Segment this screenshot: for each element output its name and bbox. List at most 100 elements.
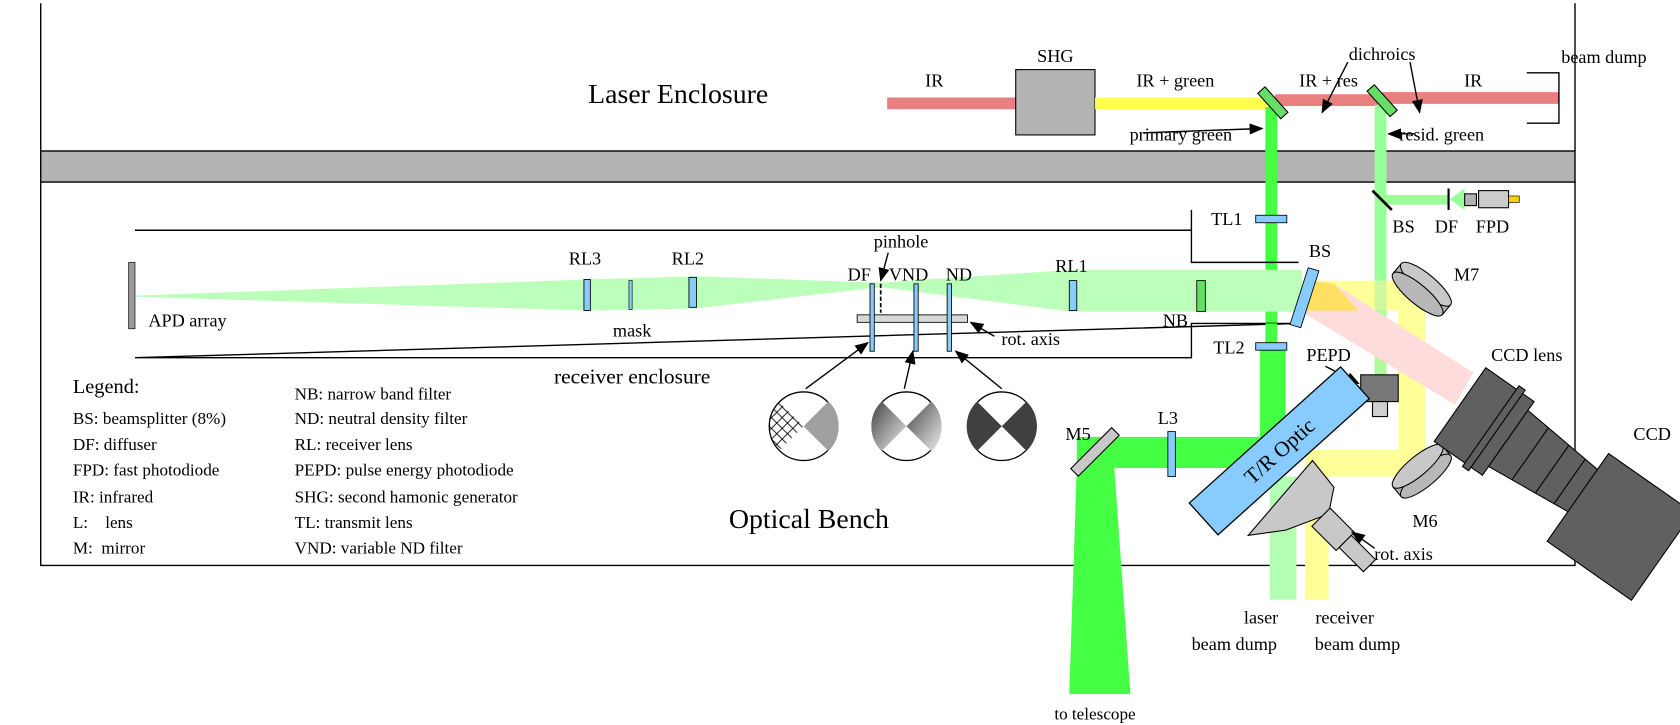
label-rl2: RL2 [672, 249, 704, 269]
ir-green-beam [1095, 97, 1270, 110]
label-dichroics: dichroics [1349, 44, 1416, 64]
label-laser-dump-1: laser [1244, 607, 1278, 627]
beam-overlap [1299, 280, 1359, 311]
pepd-window [1371, 401, 1389, 418]
legend-item: PEPD: pulse energy photodiode [295, 460, 514, 479]
mirror-m5 [1069, 426, 1121, 477]
receiver-return-beam [1301, 280, 1425, 600]
label-apd: APD array [148, 311, 227, 331]
small-beamsplitter [1371, 189, 1393, 211]
label-nb: NB [1163, 311, 1188, 331]
receiver-enclosure [134, 209, 1299, 359]
label-m6: M6 [1412, 511, 1437, 531]
legend-item: L: lens [73, 513, 133, 532]
legend-item: BS: beamsplitter (8%) [73, 409, 226, 428]
receiver-lens-rl1 [1068, 280, 1078, 311]
fast-photodiode [1478, 190, 1510, 209]
label-beam-dump: beam dump [1561, 47, 1646, 67]
fpd-window [1464, 193, 1477, 207]
transmit-lens-tl2 [1255, 342, 1288, 351]
label-rl3: RL3 [569, 249, 601, 269]
lens-l3 [1167, 431, 1176, 477]
label-l3: L3 [1158, 408, 1178, 428]
label-nd: ND [946, 265, 972, 285]
label-ir-out: IR [1464, 71, 1483, 91]
label-vnd: VND [889, 265, 928, 285]
fpd-branch-beam [1382, 194, 1449, 205]
label-tl2: TL2 [1213, 337, 1244, 357]
legend: Legend: BS: beamsplitter (8%) DF: diffus… [73, 376, 518, 558]
label-fpd: FPD [1476, 216, 1509, 236]
beam-dump [1526, 72, 1560, 124]
label-ir-res: IR + res [1299, 71, 1358, 91]
label-m7: M7 [1454, 265, 1479, 285]
receiver-beam [135, 269, 1302, 312]
label-receiver-dump-1: receiver [1315, 607, 1374, 627]
vnd-filter [913, 283, 919, 352]
enclosure-wall [40, 150, 1576, 183]
label-df-fpd: DF [1435, 216, 1458, 236]
ccd-camera [1546, 452, 1680, 601]
ir-beam [887, 97, 1018, 110]
legend-item: TL: transmit lens [295, 513, 413, 532]
legend-item: DF: diffuser [73, 435, 157, 454]
tr-optic-mount [1246, 459, 1377, 573]
label-primary-green: primary green [1130, 124, 1233, 144]
legend-item: M: mirror [73, 539, 146, 558]
label-rot-axis-tr: rot. axis [1374, 544, 1433, 564]
label-bs-small: BS [1392, 216, 1414, 236]
label-receiver-dump-2: beam dump [1315, 634, 1400, 654]
receiver-lens-rl2 [688, 276, 697, 308]
diffuser-wheel [768, 391, 839, 462]
label-laser-dump-2: beam dump [1192, 634, 1277, 654]
nd-filter [946, 283, 952, 352]
dichroic-mirror-1 [1257, 86, 1289, 120]
label-pinhole: pinhole [874, 231, 929, 251]
legend-item: IR: infrared [73, 487, 154, 506]
label-to-telescope: to telescope [1054, 705, 1135, 724]
label-df: DF [848, 265, 871, 285]
filter-rotation-axis [856, 314, 968, 323]
legend-item: FPD: fast photodiode [73, 460, 220, 479]
diffuser-cone [1449, 188, 1465, 210]
label-ccd: CCD [1633, 424, 1670, 444]
label-tl1: TL1 [1211, 209, 1242, 229]
label-ir-green: IR + green [1136, 71, 1214, 91]
label-bs-main: BS [1309, 241, 1331, 261]
mirror-m6 [1391, 443, 1452, 499]
legend-item: SHG: second hamonic generator [295, 487, 518, 506]
label-m5: M5 [1065, 424, 1090, 444]
mask [628, 280, 633, 310]
narrow-band-filter [1196, 280, 1206, 313]
label-rot-axis-rx: rot. axis [1001, 329, 1060, 349]
legend-item: RL: receiver lens [295, 435, 413, 454]
ir-out-beam [1382, 92, 1559, 104]
mirror-m7 [1391, 261, 1452, 317]
label-rl1: RL1 [1055, 256, 1087, 276]
receiver-lens-rl3 [583, 279, 591, 311]
label-receiver-enclosure: receiver enclosure [554, 364, 710, 388]
beamsplitter-main [1289, 267, 1320, 329]
transmit-beam [1069, 323, 1286, 694]
laser-enclosure-title: Laser Enclosure [588, 79, 768, 110]
label-ir-in: IR [925, 71, 944, 91]
nd-wheel [966, 391, 1037, 462]
diffuser-filter [869, 283, 875, 352]
optical-bench-outline [40, 182, 1576, 567]
legend-title: Legend: [73, 376, 140, 398]
legend-item: NB: narrow band filter [295, 384, 452, 403]
apd-array [128, 262, 136, 330]
label-pepd: PEPD [1306, 345, 1350, 365]
laser-enclosure: Laser Enclosure [40, 3, 1576, 183]
label-mask: mask [613, 320, 652, 340]
label-shg: SHG [1037, 46, 1073, 66]
label-ccd-lens: CCD lens [1491, 345, 1562, 365]
dichroic-mirror-2 [1366, 83, 1398, 118]
shg-box [1015, 69, 1096, 136]
optical-bench-title: Optical Bench [729, 504, 889, 535]
label-resid-green: resid. green [1399, 124, 1484, 144]
ccd-beam [1299, 280, 1474, 405]
legend-item: VND: variable ND filter [295, 539, 463, 558]
fpd-connector [1508, 195, 1520, 203]
